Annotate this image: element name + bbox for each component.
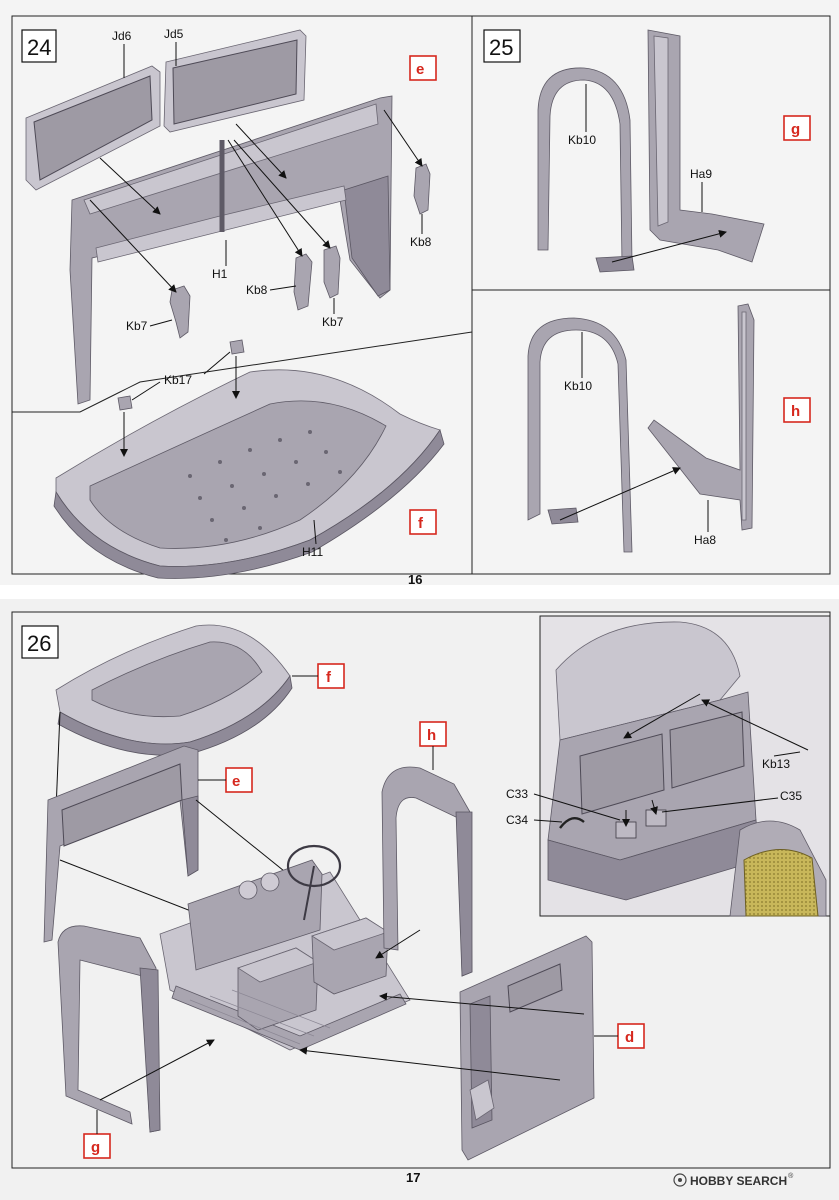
label-kb13: Kb13 — [762, 757, 790, 771]
label-kb10-upper: Kb10 — [568, 133, 596, 147]
label-kb10-lower: Kb10 — [564, 379, 592, 393]
roof-panel-h11 — [53, 369, 445, 579]
label-h11: H11 — [302, 545, 323, 559]
svg-text:g: g — [791, 121, 800, 138]
svg-text:d: d — [625, 1029, 634, 1046]
subassembly-tag-f-upper: f — [409, 509, 437, 535]
label-c34: C34 — [506, 813, 528, 827]
dashboard — [187, 859, 323, 971]
window-pane-jd5 — [163, 29, 307, 133]
left-door-subassembly — [57, 925, 161, 1133]
subassembly-tag-g-upper: g — [783, 115, 811, 141]
detail-inset — [539, 615, 831, 917]
label-h1: H1 — [212, 267, 228, 281]
clip-kb17-left — [117, 395, 133, 411]
watermark-registered: ® — [788, 1172, 794, 1180]
svg-text:h: h — [791, 403, 800, 420]
step-25-number: 25 — [489, 35, 513, 60]
label-ha8: Ha8 — [694, 533, 716, 547]
cab-rear-frame-h1 — [69, 95, 393, 405]
door-pillar-ha8 — [647, 303, 755, 531]
bracket-kb8-right — [413, 163, 431, 215]
watermark-text: HOBBY SEARCH — [690, 1174, 787, 1188]
svg-text:h: h — [427, 727, 436, 744]
svg-text:f: f — [418, 515, 424, 532]
label-kb7-left: Kb7 — [126, 319, 148, 333]
label-jd6: Jd6 — [112, 29, 132, 43]
label-kb17: Kb17 — [164, 373, 192, 387]
svg-text:e: e — [232, 773, 240, 790]
subassembly-tag-h-upper: h — [783, 397, 811, 423]
page-number-17: 17 — [406, 1170, 420, 1185]
subassembly-tag-f-lower: f — [317, 663, 345, 689]
steering-wheel — [286, 844, 342, 888]
watermark: HOBBY SEARCH ® — [673, 1172, 794, 1188]
label-c35: C35 — [780, 789, 802, 803]
subassembly-tag-e-upper: e — [409, 55, 437, 81]
door-pillar-ha9 — [647, 29, 765, 263]
page-number-16: 16 — [408, 572, 422, 587]
door-frame-kb10-lower — [527, 317, 633, 553]
roof-guide-line — [55, 711, 61, 811]
label-ha9: Ha9 — [690, 167, 712, 181]
label-kb7-right: Kb7 — [322, 315, 344, 329]
step-26-number: 26 — [27, 631, 51, 656]
bracket-kb7-mid — [323, 245, 341, 299]
step-25: 25 Kb10 Ha9 Kb10 Ha8 g — [483, 29, 811, 553]
upper-page-frame — [11, 15, 831, 575]
label-c33: C33 — [506, 787, 528, 801]
window-pane-jd6 — [25, 65, 161, 191]
cab-interior — [159, 844, 411, 1051]
label-kb8-right: Kb8 — [410, 235, 432, 249]
subassembly-tag-d-lower: d — [617, 1023, 645, 1049]
label-kb8-left: Kb8 — [246, 283, 268, 297]
svg-text:e: e — [416, 61, 424, 78]
subassembly-tag-h-lower: h — [419, 721, 447, 747]
rear-wall-subassembly — [43, 745, 199, 943]
subassembly-tag-g-lower: g — [83, 1133, 111, 1159]
side-panel-subassembly — [459, 935, 595, 1161]
svg-text:g: g — [91, 1139, 100, 1156]
radiator-grille — [743, 849, 819, 917]
svg-text:f: f — [326, 669, 332, 686]
subassembly-tag-e-lower: e — [225, 767, 253, 793]
step-24-number: 24 — [27, 35, 51, 60]
right-door-subassembly — [381, 766, 473, 977]
step-24: 24 — [21, 27, 445, 579]
roof-subassembly — [55, 624, 293, 756]
bracket-kb8-mid — [293, 253, 313, 311]
label-jd5: Jd5 — [164, 27, 184, 41]
bracket-kb7-left — [169, 285, 191, 339]
upper-page: 24 — [0, 0, 839, 587]
lower-page: 26 — [0, 599, 839, 1200]
clip-kb17-right — [229, 339, 245, 355]
